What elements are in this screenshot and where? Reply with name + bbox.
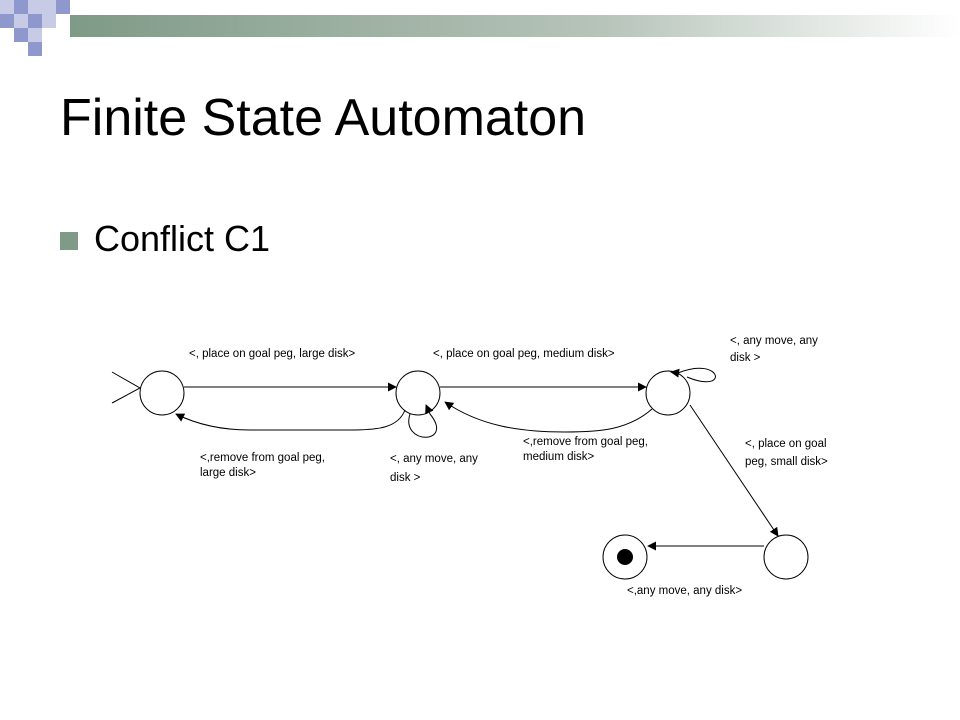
state-start [139,370,185,416]
decor-square [14,0,28,14]
label-s2-s1-line2: medium disk> [523,451,595,463]
label-loop-s2-line1: <, any move, any [730,335,818,347]
decor-square [28,42,42,56]
header-gradient-bar [70,15,960,37]
label-s1-s0-line1: <,remove from goal peg, [200,452,325,464]
start-arrow-icon [111,371,142,404]
decor-square [56,0,70,14]
decor-square [42,0,56,14]
label-s2-s1-line1: <,remove from goal peg, [523,436,648,448]
final-state-dot [617,549,633,565]
decor-square [28,14,42,28]
label-loop-s2-line2: disk > [730,352,761,364]
decor-square [28,0,42,14]
loop-s1 [408,404,438,438]
decor-square [0,0,14,14]
loop-s2 [670,367,716,383]
label-s1-s2: <, place on goal peg, medium disk> [433,348,615,360]
label-s0-s1: <, place on goal peg, large disk> [189,348,356,360]
decor-square [42,14,56,28]
bullet-square-icon [60,232,78,250]
state-3 [645,370,691,416]
state-2 [395,370,441,416]
bullet-text: Conflict C1 [94,218,271,259]
label-s1-s0-line2: large disk> [200,467,256,479]
edge-s2-s1 [444,401,653,433]
decor-square [14,28,28,42]
slide-title: Finite State Automaton [60,89,587,147]
header-decoration [0,0,960,56]
decor-square [28,28,42,42]
bullet-item: Conflict C1 [60,218,270,260]
label-s2-s3-line2: peg, small disk> [745,456,828,468]
state-4 [763,534,809,580]
edge-s1-s0 [175,409,406,431]
decor-square [0,14,14,28]
label-s3-s4: <,any move, any disk> [627,585,742,597]
decor-square [14,14,28,28]
edge-s2-s3 [689,404,779,537]
label-s2-s3-line1: <, place on goal [745,438,827,450]
label-loop-s1-line1: <, any move, any [390,453,478,465]
label-loop-s1-line2: disk > [390,472,421,484]
